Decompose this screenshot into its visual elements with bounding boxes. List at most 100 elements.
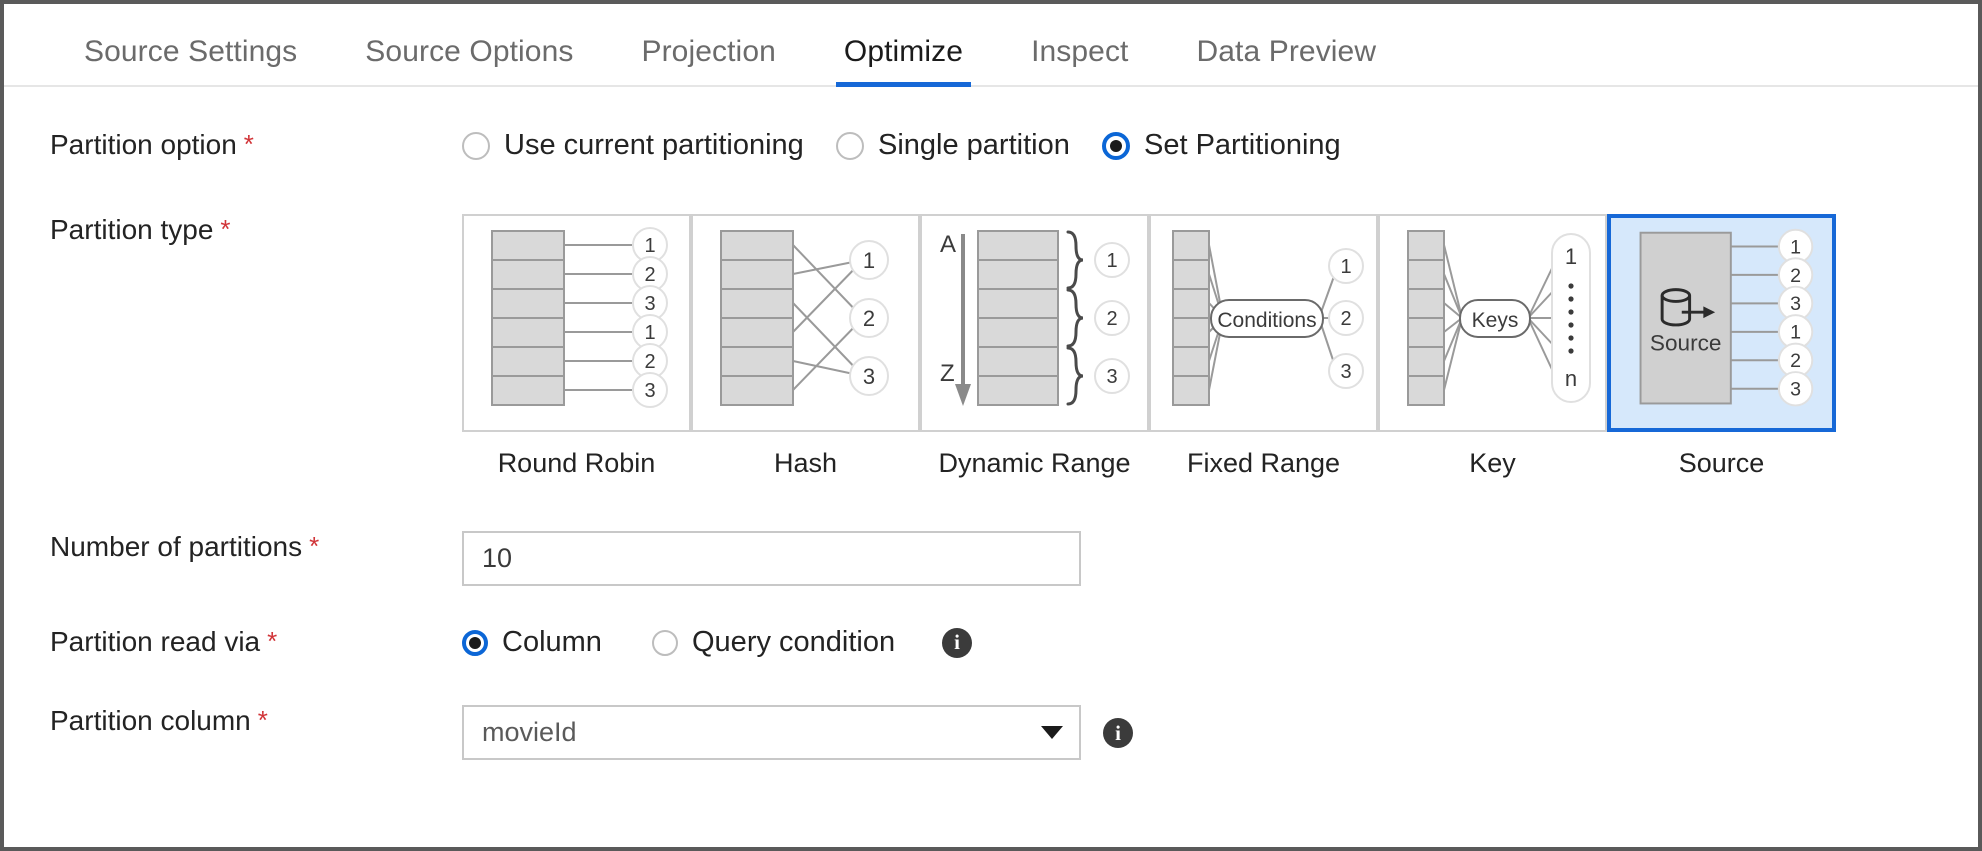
hash-diagram: 1 2 3: [720, 230, 889, 406]
partition-option-radio-group: Use current partitioning Single partitio…: [462, 129, 1341, 162]
radio-label: Column: [502, 626, 602, 658]
row-partition-type: Partition type*: [4, 214, 1978, 479]
number-of-partitions-label: Number of partitions*: [4, 531, 462, 563]
key-output-last: n: [1565, 366, 1577, 391]
partition-type-tile-hash[interactable]: 1 2 3 Hash: [691, 214, 920, 479]
radio-query-condition[interactable]: Query condition: [652, 626, 942, 659]
partition-column-value: movieId: [482, 717, 577, 747]
partition-type-tile-key[interactable]: Keys 1 n Key: [1378, 214, 1607, 479]
radio-circle-icon: [836, 131, 864, 160]
tab-bar: Source Settings Source Options Projectio…: [4, 4, 1978, 87]
radio-circle-icon: [462, 131, 490, 160]
tab-projection[interactable]: Projection: [641, 35, 776, 68]
range-end-letter: Z: [940, 360, 955, 387]
partition-column-select[interactable]: movieId: [462, 705, 1081, 760]
range-start-letter: A: [940, 231, 956, 258]
svg-text:3: 3: [1340, 361, 1351, 383]
tile-label: Dynamic Range: [938, 448, 1131, 478]
radio-circle-icon: [652, 629, 678, 656]
info-icon[interactable]: i: [942, 627, 972, 658]
svg-text:3: 3: [644, 380, 655, 402]
svg-text:1: 1: [644, 322, 655, 344]
partition-read-via-label-text: Partition read via: [50, 626, 261, 657]
info-icon[interactable]: i: [1103, 718, 1133, 748]
partition-type-tile-fixed-range[interactable]: Conditions 1 2 3 Fixed Range: [1149, 214, 1378, 479]
round-robin-diagram: 123 123: [491, 227, 668, 408]
number-of-partitions-input[interactable]: 10: [462, 531, 1081, 586]
key-output-first: 1: [1565, 244, 1577, 269]
svg-text:2: 2: [1790, 350, 1801, 372]
dynamic-range-diagram: A Z: [940, 230, 1130, 406]
conditions-node-label: Conditions: [1217, 309, 1316, 332]
key-tile-box: Keys 1 n: [1378, 214, 1607, 432]
tile-label: Fixed Range: [1186, 448, 1341, 478]
partition-option-label: Partition option*: [4, 129, 462, 161]
partition-column-label: Partition column*: [4, 705, 462, 737]
radio-single-partition[interactable]: Single partition: [836, 129, 1102, 162]
tab-source-options[interactable]: Source Options: [365, 35, 574, 68]
radio-circle-selected-icon: [1102, 131, 1130, 160]
svg-text:3: 3: [644, 293, 655, 315]
svg-text:1: 1: [1106, 250, 1117, 272]
partition-column-label-text: Partition column: [50, 705, 251, 736]
svg-text:3: 3: [863, 364, 875, 389]
svg-text:2: 2: [1790, 265, 1801, 287]
tile-label: Source: [1678, 448, 1765, 478]
partition-read-via-radio-group: Column Query condition i: [462, 626, 972, 659]
radio-column[interactable]: Column: [462, 626, 652, 659]
radio-label: Use current partitioning: [504, 129, 804, 161]
svg-text:2: 2: [1340, 308, 1351, 330]
svg-text:1: 1: [1790, 236, 1801, 258]
svg-text:2: 2: [863, 306, 875, 331]
partition-read-via-label: Partition read via*: [4, 626, 462, 658]
partition-option-label-text: Partition option: [50, 129, 237, 160]
tab-data-preview[interactable]: Data Preview: [1196, 35, 1377, 68]
radio-set-partitioning[interactable]: Set Partitioning: [1102, 129, 1341, 162]
optimize-form: Partition option* Use current partitioni…: [4, 129, 1978, 760]
svg-text:2: 2: [1106, 308, 1117, 330]
tab-source-settings[interactable]: Source Settings: [84, 35, 298, 68]
database-cylinder-icon: [1660, 288, 1692, 327]
radio-label: Query condition: [692, 626, 896, 658]
row-partition-option: Partition option* Use current partitioni…: [4, 129, 1978, 162]
radio-use-current-partitioning[interactable]: Use current partitioning: [462, 129, 836, 162]
source-diagram: Source 123 123: [1639, 228, 1814, 407]
radio-label: Single partition: [878, 129, 1070, 161]
tile-label: Key: [1469, 448, 1516, 478]
chevron-down-icon: [1041, 726, 1063, 739]
radio-label: Set Partitioning: [1144, 129, 1341, 161]
partition-type-tile-dynamic-range[interactable]: A Z: [920, 214, 1149, 479]
svg-text:1: 1: [1340, 256, 1351, 278]
required-asterisk: *: [267, 626, 278, 656]
fixed-range-diagram: Conditions 1 2 3: [1172, 230, 1364, 406]
hash-tile-box: 1 2 3: [691, 214, 920, 432]
required-asterisk: *: [309, 531, 320, 561]
row-number-of-partitions: Number of partitions* 10: [4, 531, 1978, 586]
tab-inspect[interactable]: Inspect: [1031, 35, 1129, 68]
tile-label: Hash: [773, 448, 838, 478]
svg-text:1: 1: [863, 248, 875, 273]
key-diagram: Keys 1 n: [1407, 230, 1591, 406]
svg-text:3: 3: [1790, 293, 1801, 315]
row-partition-column: Partition column* movieId i: [4, 705, 1978, 760]
partition-type-label: Partition type*: [4, 214, 462, 246]
svg-text:2: 2: [644, 264, 655, 286]
required-asterisk: *: [220, 214, 231, 244]
required-asterisk: *: [243, 129, 254, 159]
keys-node-label: Keys: [1472, 309, 1519, 332]
required-asterisk: *: [257, 705, 268, 735]
tab-optimize[interactable]: Optimize: [810, 35, 997, 87]
source-node-label: Source: [1650, 330, 1722, 355]
fixed-range-tile-box: Conditions 1 2 3: [1149, 214, 1378, 432]
partition-type-label-text: Partition type: [50, 214, 214, 245]
dynamic-range-tile-box: A Z: [920, 214, 1149, 432]
partition-type-tiles: 1 2 3 1 2 3 Round Robin: [462, 214, 1836, 479]
radio-circle-selected-icon: [462, 629, 488, 656]
tile-label: Round Robin: [497, 448, 656, 478]
number-of-partitions-label-text: Number of partitions: [50, 531, 303, 562]
